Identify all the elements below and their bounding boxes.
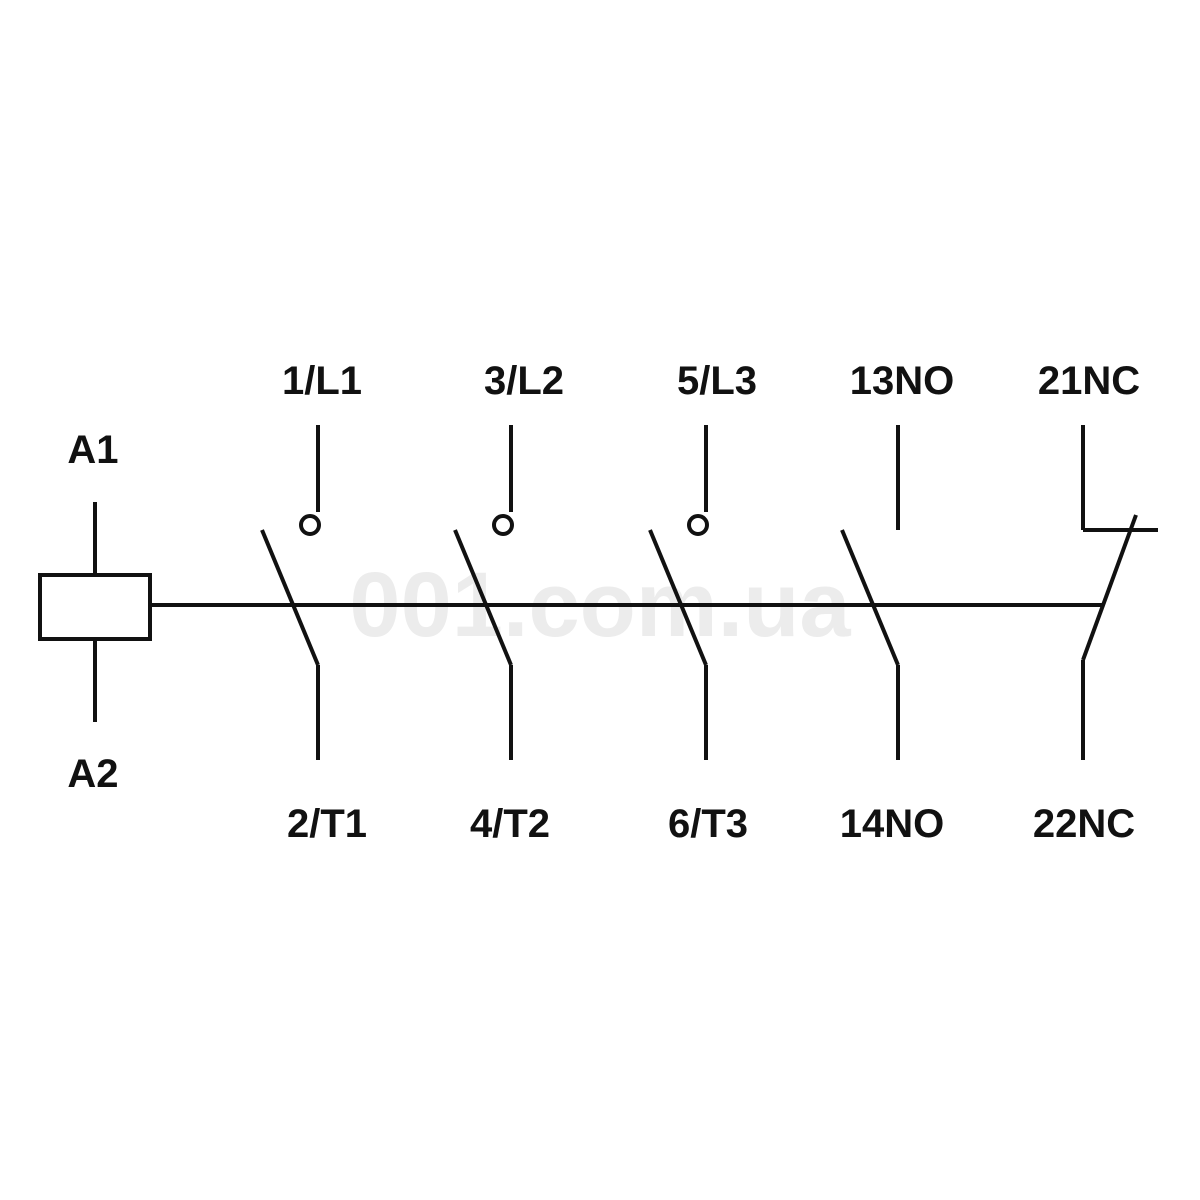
contact-3-blade (648, 529, 708, 666)
contact-3-top-label: 5/L3 (677, 359, 757, 403)
aux-nc-contact: 21NC 22NC (1033, 359, 1158, 846)
aux-nc-top-label: 21NC (1038, 359, 1140, 403)
main-contact-2: 3/L2 4/T2 (453, 359, 564, 846)
coil: A1 A2 (38, 428, 152, 796)
aux-no-contact: 13NO 14NO (840, 359, 955, 846)
aux-no-bottom-label: 14NO (840, 802, 945, 846)
coil-label-a1: A1 (67, 428, 118, 472)
contact-1-arc-mark (299, 514, 321, 536)
contact-1-blade (260, 529, 320, 666)
contact-2-blade (453, 529, 513, 666)
aux-no-top-label: 13NO (850, 359, 955, 403)
contact-3-arc-mark (687, 514, 709, 536)
contact-3-bottom-label: 6/T3 (668, 802, 748, 846)
aux-nc-bottom-label: 22NC (1033, 802, 1135, 846)
coil-label-a2: A2 (67, 752, 118, 796)
coil-body (38, 573, 152, 641)
contact-2-top-label: 3/L2 (484, 359, 564, 403)
aux-no-blade (840, 529, 900, 666)
main-contact-1: 1/L1 2/T1 (260, 359, 367, 846)
contact-1-top-label: 1/L1 (282, 359, 362, 403)
contact-2-arc-mark (492, 514, 514, 536)
aux-nc-blade (1081, 514, 1138, 661)
contact-1-bottom-label: 2/T1 (287, 802, 367, 846)
main-contact-3: 5/L3 6/T3 (648, 359, 757, 846)
contact-2-bottom-label: 4/T2 (470, 802, 550, 846)
